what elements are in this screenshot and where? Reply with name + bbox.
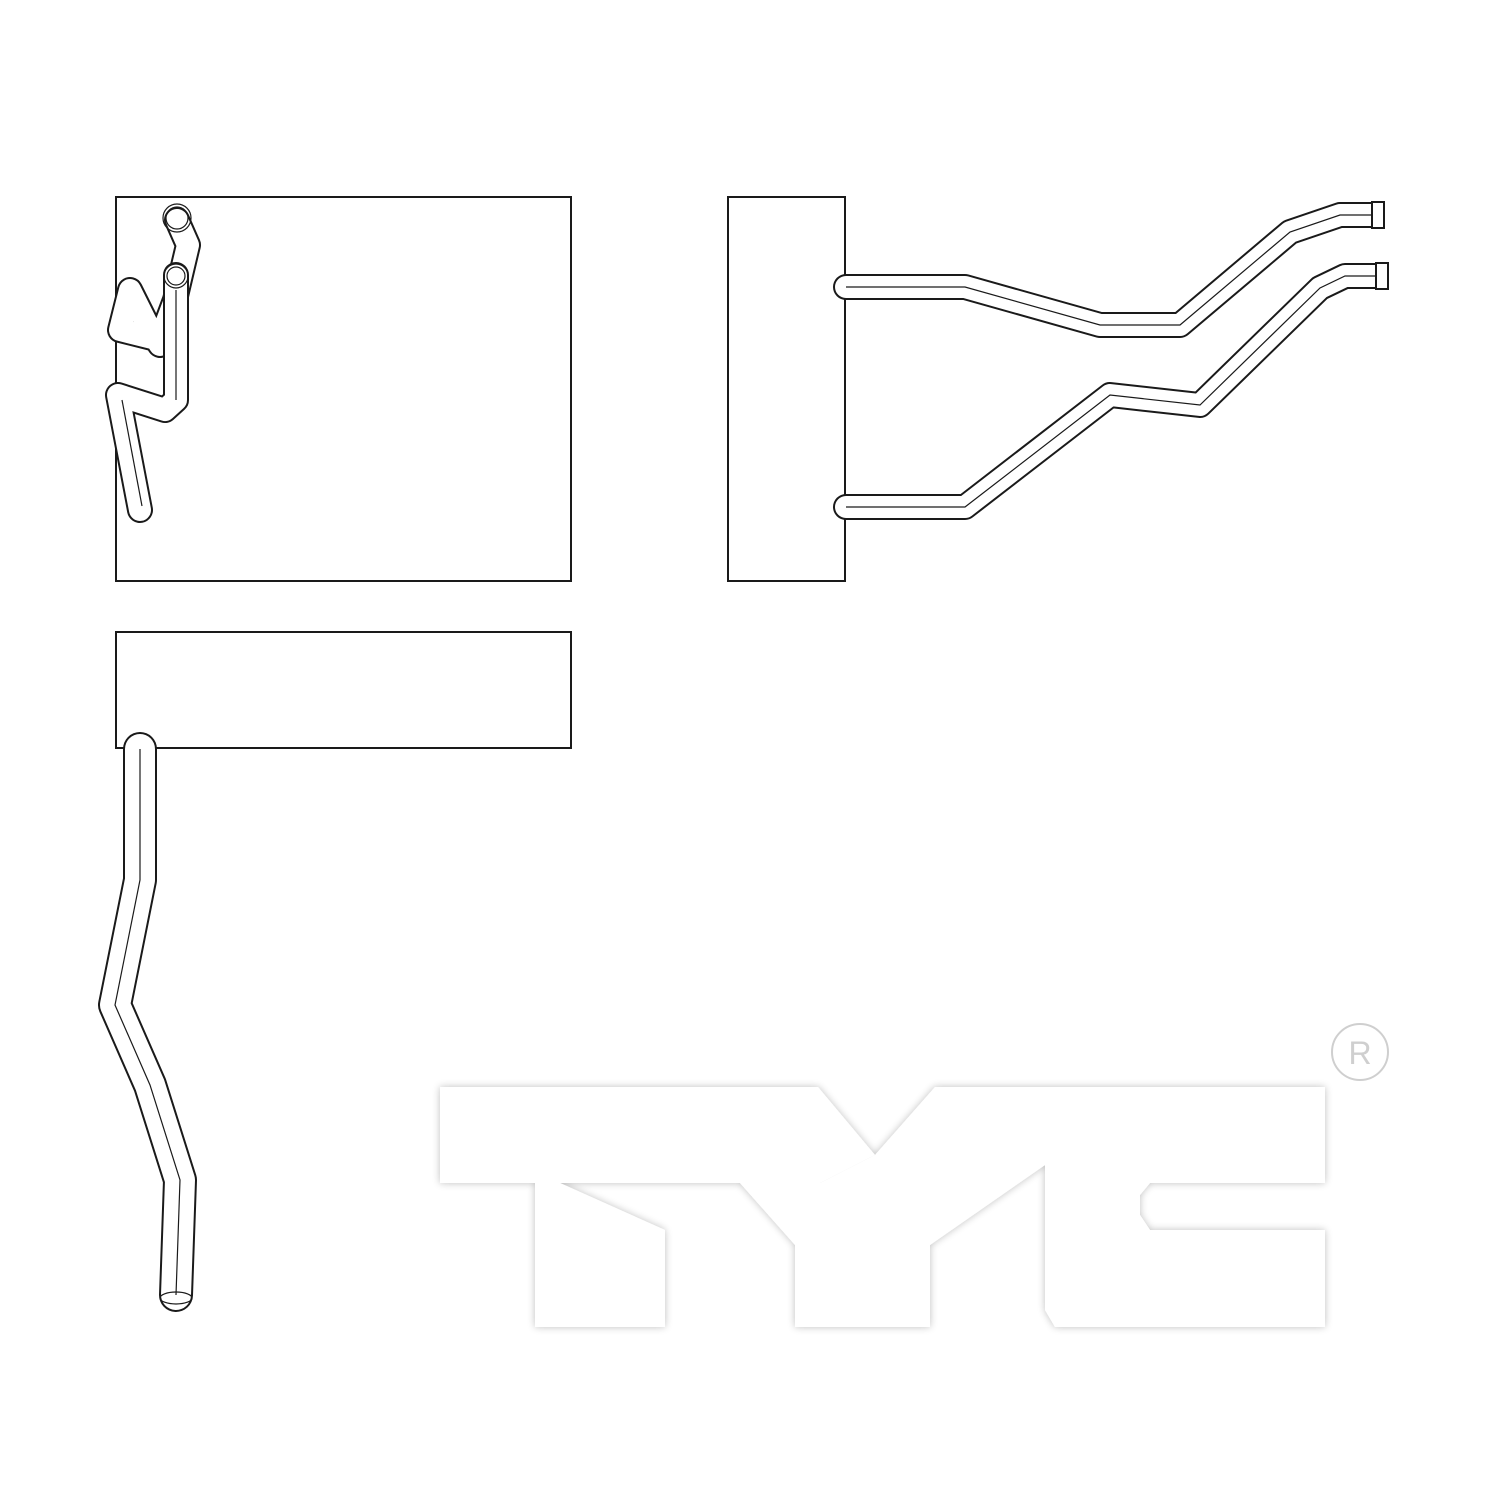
logo-t-stem xyxy=(440,1087,875,1327)
registered-mark: R xyxy=(1331,1023,1389,1081)
tyc-logo xyxy=(440,1087,1325,1327)
side-view xyxy=(727,196,1389,582)
side-pipes xyxy=(833,201,1389,520)
core-top-outline xyxy=(115,631,572,749)
core-side-outline xyxy=(727,196,846,582)
front-pipes xyxy=(105,203,201,523)
top-view xyxy=(98,631,572,1312)
front-view xyxy=(105,196,572,582)
fitting-upper xyxy=(1371,201,1385,229)
registered-mark-text: R xyxy=(1348,1035,1371,1071)
logo-letter-t xyxy=(440,1087,1325,1327)
fitting-lower xyxy=(1375,262,1389,290)
top-pipe xyxy=(98,732,197,1312)
